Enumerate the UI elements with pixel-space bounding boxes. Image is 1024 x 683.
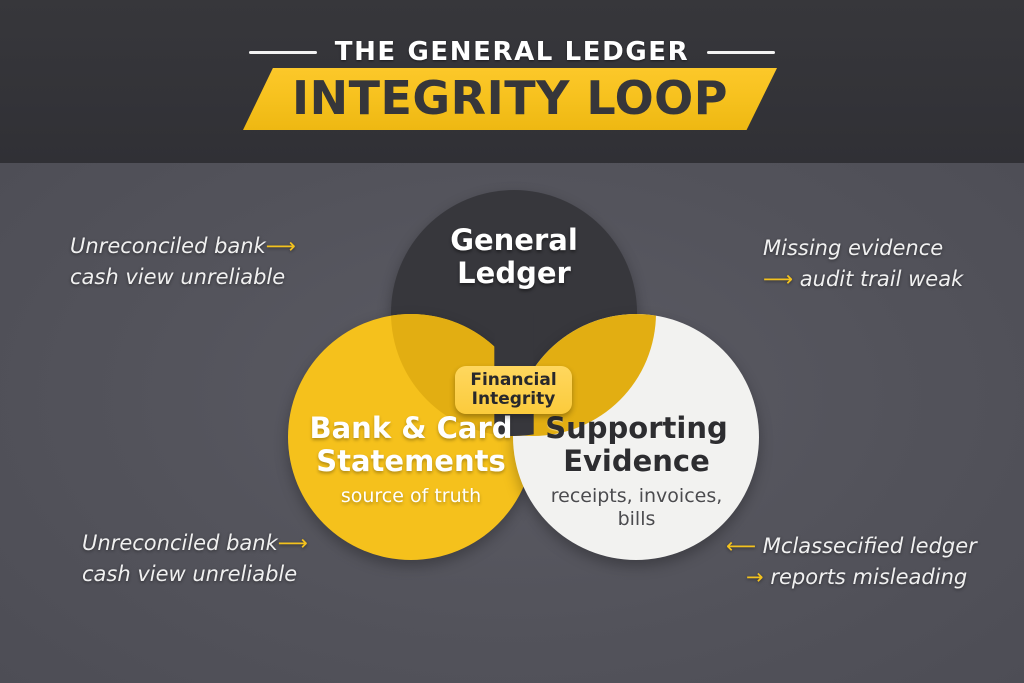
venn-label-general-ledger-line2: Ledger — [457, 256, 571, 291]
kicker-rule-left — [248, 50, 317, 54]
venn-label-bank-card-statements: Bank & Card Statements source of truth — [284, 411, 538, 508]
venn-label-bank-subtitle: source of truth — [340, 485, 482, 508]
annotation-top-left-line2: cash view unreliable — [70, 265, 286, 290]
venn-label-bank-line1: Bank & Card — [309, 411, 513, 445]
annotation-top-left-line1-text: Unreconciled bank — [70, 234, 266, 258]
header-kicker-row: THE GENERAL LEDGER — [0, 36, 1024, 68]
venn-label-evidence-line1: Supporting — [545, 411, 728, 445]
annotation-bottom-left-line1: Unreconciled bank⟶ — [82, 528, 308, 559]
annotation-bottom-left: Unreconciled bank⟶ cash view unreliable — [82, 528, 308, 590]
venn-label-supporting-evidence: Supporting Evidence receipts, invoices, … — [520, 411, 753, 531]
annotation-bottom-right-line1: ⟵ Mclassecified ledger — [726, 531, 977, 562]
venn-label-evidence-subtitle: receipts, invoices, bills — [520, 485, 753, 531]
venn-label-general-ledger-line1: General — [450, 223, 578, 257]
venn-label-general-ledger: General Ledger — [394, 223, 634, 291]
annotation-bottom-right-line1-text: Mclassecified ledger — [762, 534, 977, 558]
annotation-top-left-line1: Unreconciled bank⟶ — [70, 231, 296, 262]
annotation-top-right-line2: ⟶ audit trail weak — [763, 264, 963, 295]
header-band: THE GENERAL LEDGER INTEGRITY LOOP — [0, 0, 1024, 163]
center-badge-line1: Financial — [470, 369, 557, 390]
arrow-right-icon: ⟶ — [265, 234, 296, 258]
annotation-bottom-left-line1-text: Unreconciled bank — [82, 531, 278, 555]
annotation-bottom-right-line2: → reports misleading — [726, 562, 977, 593]
center-badge-line2: Integrity — [471, 389, 556, 409]
venn-label-evidence-subtitle-line2: bills — [617, 507, 656, 530]
header-banner-title: INTEGRITY LOOP — [291, 71, 728, 125]
venn-center-badge-financial-integrity[interactable]: Financial Integrity — [455, 366, 572, 414]
annotation-bottom-left-line2: cash view unreliable — [82, 562, 298, 587]
venn-label-evidence-subtitle-line1: receipts, invoices, — [550, 485, 723, 508]
annotation-bottom-right: ⟵ Mclassecified ledger → reports mislead… — [726, 531, 977, 593]
kicker-rule-right — [707, 50, 776, 54]
annotation-top-right-line2-text: audit trail weak — [799, 267, 964, 292]
arrow-right-icon: ⟶ — [277, 531, 308, 555]
header-kicker-text: THE GENERAL LEDGER — [334, 37, 690, 67]
annotation-top-right-line1: Missing evidence — [763, 236, 944, 260]
arrow-right-icon: ⟶ — [763, 267, 794, 292]
annotation-top-left: Unreconciled bank⟶ cash view unreliable — [70, 231, 296, 293]
annotation-top-right: Missing evidence ⟶ audit trail weak — [763, 233, 963, 295]
annotation-bottom-right-line2-text: reports misleading — [770, 565, 968, 590]
header-banner: INTEGRITY LOOP — [243, 68, 777, 130]
arrow-left-icon: ⟵ — [726, 534, 757, 558]
venn-label-evidence-line2: Evidence — [563, 444, 710, 479]
venn-label-bank-line2: Statements — [316, 444, 506, 479]
arrow-right-icon: → — [746, 565, 764, 590]
